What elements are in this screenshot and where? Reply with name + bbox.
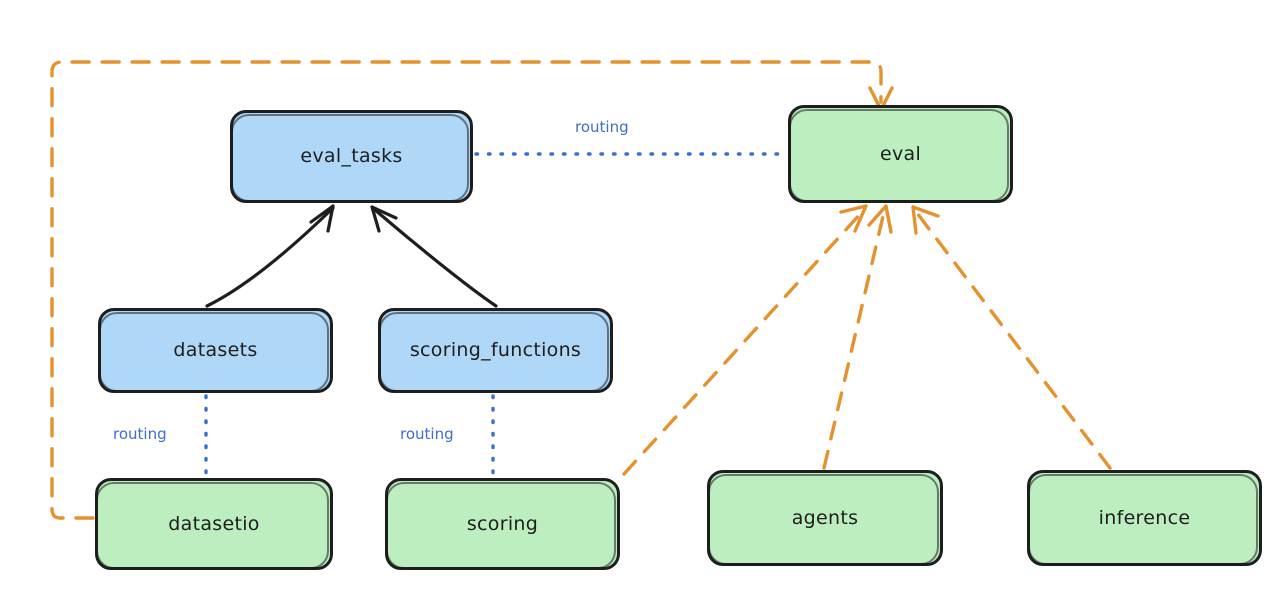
node-label-scoring: scoring [466, 512, 539, 535]
edge-label-routing-scoring: routing [400, 425, 454, 443]
edge-label-routing-eval: routing [575, 118, 629, 136]
edge-datasets-to-eval-tasks [205, 204, 335, 308]
node-scoring-functions[interactable]: scoring_functions [378, 308, 613, 393]
node-agents[interactable]: agents [707, 470, 943, 566]
edge-scoring-functions-to-eval-tasks [370, 205, 498, 308]
node-label-inference: inference [1098, 506, 1191, 529]
node-label-datasetio: datasetio [168, 512, 260, 535]
node-inference[interactable]: inference [1027, 470, 1262, 566]
node-label-datasets: datasets [173, 339, 258, 362]
node-scoring[interactable]: scoring [385, 478, 620, 570]
node-datasets[interactable]: datasets [98, 308, 333, 393]
node-datasetio[interactable]: datasetio [95, 478, 333, 570]
node-label-scoring-functions: scoring_functions [409, 339, 582, 362]
node-label-eval: eval [879, 142, 922, 165]
edge-scoring-to-eval [622, 204, 868, 476]
node-eval[interactable]: eval [788, 105, 1013, 203]
edge-label-routing-datasetio: routing [113, 425, 167, 443]
node-label-agents: agents [791, 506, 859, 529]
node-eval-tasks[interactable]: eval_tasks [230, 110, 473, 203]
edge-inference-to-eval [911, 205, 1112, 470]
edge-agents-to-eval [822, 204, 893, 470]
node-label-eval-tasks: eval_tasks [300, 145, 403, 168]
